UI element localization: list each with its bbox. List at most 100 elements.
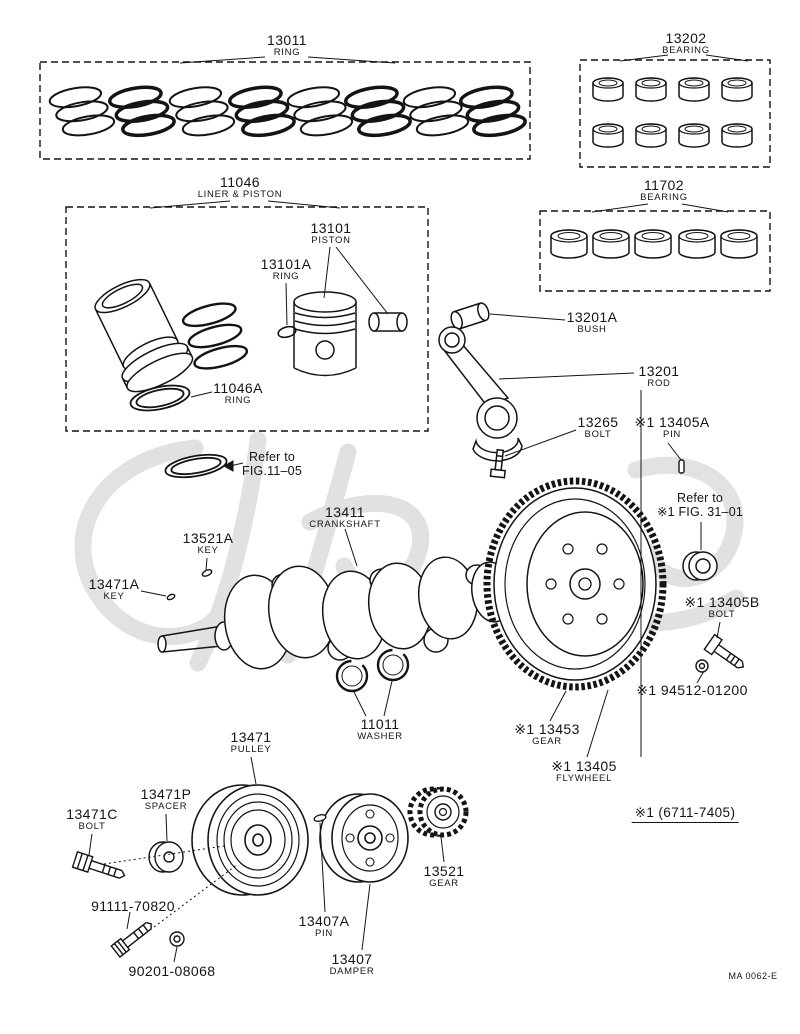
part-number: ※1 13405B	[684, 594, 760, 610]
part-number: 91111-70820	[91, 898, 175, 914]
liner-ring-11046A	[129, 384, 191, 412]
part-name: RING	[273, 47, 301, 59]
part-name: PULLEY	[230, 744, 272, 756]
pin-13407A	[313, 814, 327, 822]
refer-text: Refer to	[248, 450, 296, 464]
part-name: SPACER	[144, 801, 188, 813]
part-name: CRANKSHAFT	[309, 519, 381, 531]
part-number: 13101	[310, 220, 352, 236]
rod-bolt-13265	[489, 448, 506, 479]
part-name: BOLT	[708, 609, 736, 621]
part-name: ROD	[647, 378, 671, 390]
part-name: KEY	[103, 591, 125, 603]
label-91111: 91111-70820	[91, 898, 175, 914]
part-number: 13471A	[88, 576, 140, 592]
refer-note-fig31-01: Refer to※1 FIG. 31–01	[656, 491, 744, 520]
part-name: RING	[272, 271, 300, 283]
part-number: 13407	[331, 951, 373, 967]
refer-figure: FIG.11–05	[242, 463, 302, 478]
part-name: PIN	[663, 429, 681, 441]
part-name: BUSH	[577, 324, 607, 336]
pulley-13471	[191, 784, 309, 896]
ring-set-in-box	[181, 302, 249, 370]
part-number: 13521	[423, 863, 465, 879]
woodruff-keys	[166, 569, 213, 601]
part-number: ※1 13453	[514, 721, 580, 737]
pin-13405A	[678, 459, 685, 474]
ring-gear-13453	[483, 477, 667, 691]
spring-washer-94512	[695, 659, 709, 673]
part-name: DAMPER	[329, 966, 375, 978]
part-name: BEARING	[662, 45, 710, 57]
key-13521A	[201, 569, 213, 577]
oring-fig1105	[164, 453, 228, 479]
box-bearings-11702	[539, 210, 771, 292]
part-number: 11702	[644, 177, 684, 193]
refer-figure: ※1 FIG. 31–01	[656, 504, 744, 519]
rod-cap	[472, 437, 523, 462]
part-number: 11011	[360, 716, 400, 732]
dashed-group-boxes	[39, 59, 771, 432]
pulley-bolt-13471C	[71, 851, 126, 879]
part-name: PIN	[315, 928, 333, 940]
part-name: BOLT	[78, 821, 106, 833]
crankshaft-13411	[157, 556, 513, 670]
key-13471A	[166, 593, 176, 601]
refer-text: Refer to	[676, 491, 724, 505]
box-bearings-13202	[579, 59, 771, 168]
footnote-text: ※1 (6711-7405)	[631, 805, 739, 823]
part-number: 11046A	[213, 380, 263, 396]
drawing-code-text: MA 0062-E	[728, 971, 778, 981]
spacer-13471P	[148, 841, 184, 873]
connecting-rod-assembly	[438, 302, 523, 479]
flywheel-13405	[483, 477, 667, 691]
part-number: ※1 13405A	[634, 414, 710, 430]
label-90201: 90201-08068	[128, 963, 216, 979]
rod-bush-13201A	[450, 302, 490, 330]
bolt-91111	[110, 921, 152, 959]
pilot-bearing	[682, 551, 718, 581]
part-name: GEAR	[429, 878, 459, 890]
part-name: BOLT	[584, 429, 612, 441]
part-number: 13201	[638, 363, 680, 379]
rod-bearing-shells	[592, 77, 753, 148]
part-number: ※1 13405	[551, 758, 617, 774]
piston-pin	[368, 312, 408, 332]
part-number: 13011	[267, 32, 307, 48]
thrust-washers-11011	[335, 648, 410, 693]
gear-13521	[407, 786, 469, 838]
piston-ring-sets	[48, 85, 527, 138]
damper-13407	[319, 793, 409, 883]
part-name: KEY	[197, 545, 219, 557]
drawing-code: MA 0062-E	[728, 971, 778, 982]
footnote-range: ※1 (6711-7405)	[631, 805, 739, 823]
part-number: 13101A	[260, 256, 312, 272]
box-rings-13011	[39, 61, 531, 160]
part-number: ※1 94512-01200	[636, 682, 748, 698]
part-number: 13471	[230, 729, 272, 745]
part-number: 90201-08068	[128, 963, 216, 979]
part-number: 13411	[325, 504, 365, 520]
leader-lines	[88, 54, 749, 963]
flywheel-bolt-13405B	[703, 633, 745, 669]
washer-90201	[169, 931, 185, 947]
